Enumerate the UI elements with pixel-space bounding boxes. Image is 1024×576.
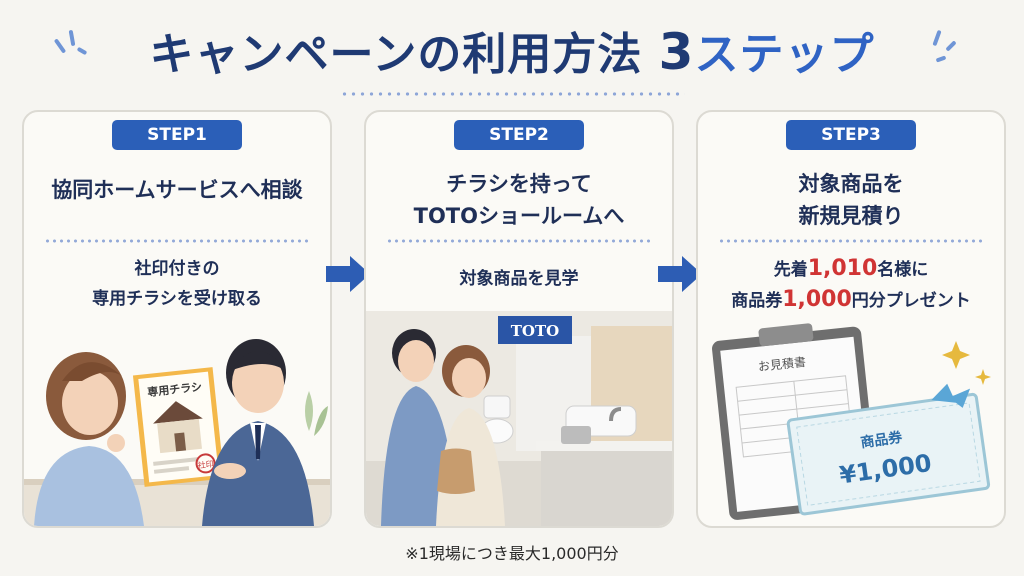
body-text: 円分プレゼント <box>851 291 971 311</box>
flyer-label: 専用チラシ <box>147 379 203 399</box>
body-text: 先着 <box>773 260 808 280</box>
arrow-right-icon <box>326 256 370 292</box>
step2-body-line: 対象商品を見学 <box>459 269 579 289</box>
title-main: キャンペーンの利用方法 <box>149 29 643 80</box>
sparkle-icon <box>975 369 991 385</box>
toto-sign-label: TOTO <box>511 322 559 340</box>
step3-divider <box>718 239 984 243</box>
step2-badge: STEP2 <box>454 120 584 150</box>
voucher-illustration: お見積書 商品券 ¥1,000 <box>712 323 991 520</box>
arrow-right-icon <box>658 256 702 292</box>
step3-body-line1: 先着1,010名様に <box>698 254 1004 285</box>
step2-heading-line: TOTOショールームへ <box>413 204 625 228</box>
sparkle-icon <box>942 341 970 369</box>
step3-body-line2: 商品券1,000円分プレゼント <box>698 285 1004 316</box>
step2-body: 対象商品を見学 <box>366 264 672 294</box>
step1-heading: 協同ホームサービスへ相談 <box>24 174 330 206</box>
step1-body-line: 専用チラシを受け取る <box>92 289 262 309</box>
step1-badge: STEP1 <box>112 120 242 150</box>
title-step-count: 3 <box>658 23 695 81</box>
step1-body: 社印付きの 専用チラシを受け取る <box>24 254 330 314</box>
page-title: キャンペーンの利用方法 3ステップ <box>0 18 1024 82</box>
step3-body: 先着1,010名様に 商品券1,000円分プレゼント <box>698 254 1004 316</box>
step1-heading-line: 協同ホームサービスへ相談 <box>51 178 303 202</box>
step1-body-line: 社印付きの <box>134 259 220 279</box>
step2-heading: チラシを持って TOTOショールームへ <box>366 168 672 232</box>
stamp-label: 社印 <box>197 459 214 471</box>
title-suffix: ステップ <box>694 29 875 80</box>
footnote: ※1現場につき最大1,000円分 <box>405 544 619 563</box>
voucher-label: 商品券 <box>859 429 904 452</box>
title-divider <box>340 92 685 96</box>
step3-card: STEP3 対象商品を 新規見積り 先着1,010名様に 商品券1,000円分プ… <box>696 110 1006 528</box>
estimate-label: お見積書 <box>757 354 806 374</box>
step2-card: STEP2 チラシを持って TOTOショールームへ 対象商品を見学 TOTO <box>364 110 674 528</box>
consultation-illustration: 社印 専用チラシ <box>24 339 330 526</box>
step1-card: STEP1 協同ホームサービスへ相談 社印付きの 専用チラシを受け取る 社印 <box>22 110 332 528</box>
flyer-document: 社印 専用チラシ <box>132 367 225 487</box>
body-text: 商品券 <box>731 291 783 311</box>
step2-heading-line: チラシを持って <box>446 172 592 196</box>
showroom-illustration: TOTO <box>366 311 672 526</box>
step3-badge: STEP3 <box>786 120 916 150</box>
step3-heading-line: 対象商品を <box>798 172 904 196</box>
step2-divider <box>386 239 652 243</box>
gift-amount: 1,000 <box>782 287 852 312</box>
body-text: 名様に <box>877 260 929 280</box>
step3-heading: 対象商品を 新規見積り <box>698 168 1004 232</box>
step1-divider <box>44 239 310 243</box>
recipient-count: 1,010 <box>807 256 878 281</box>
step3-heading-line: 新規見積り <box>798 204 904 228</box>
